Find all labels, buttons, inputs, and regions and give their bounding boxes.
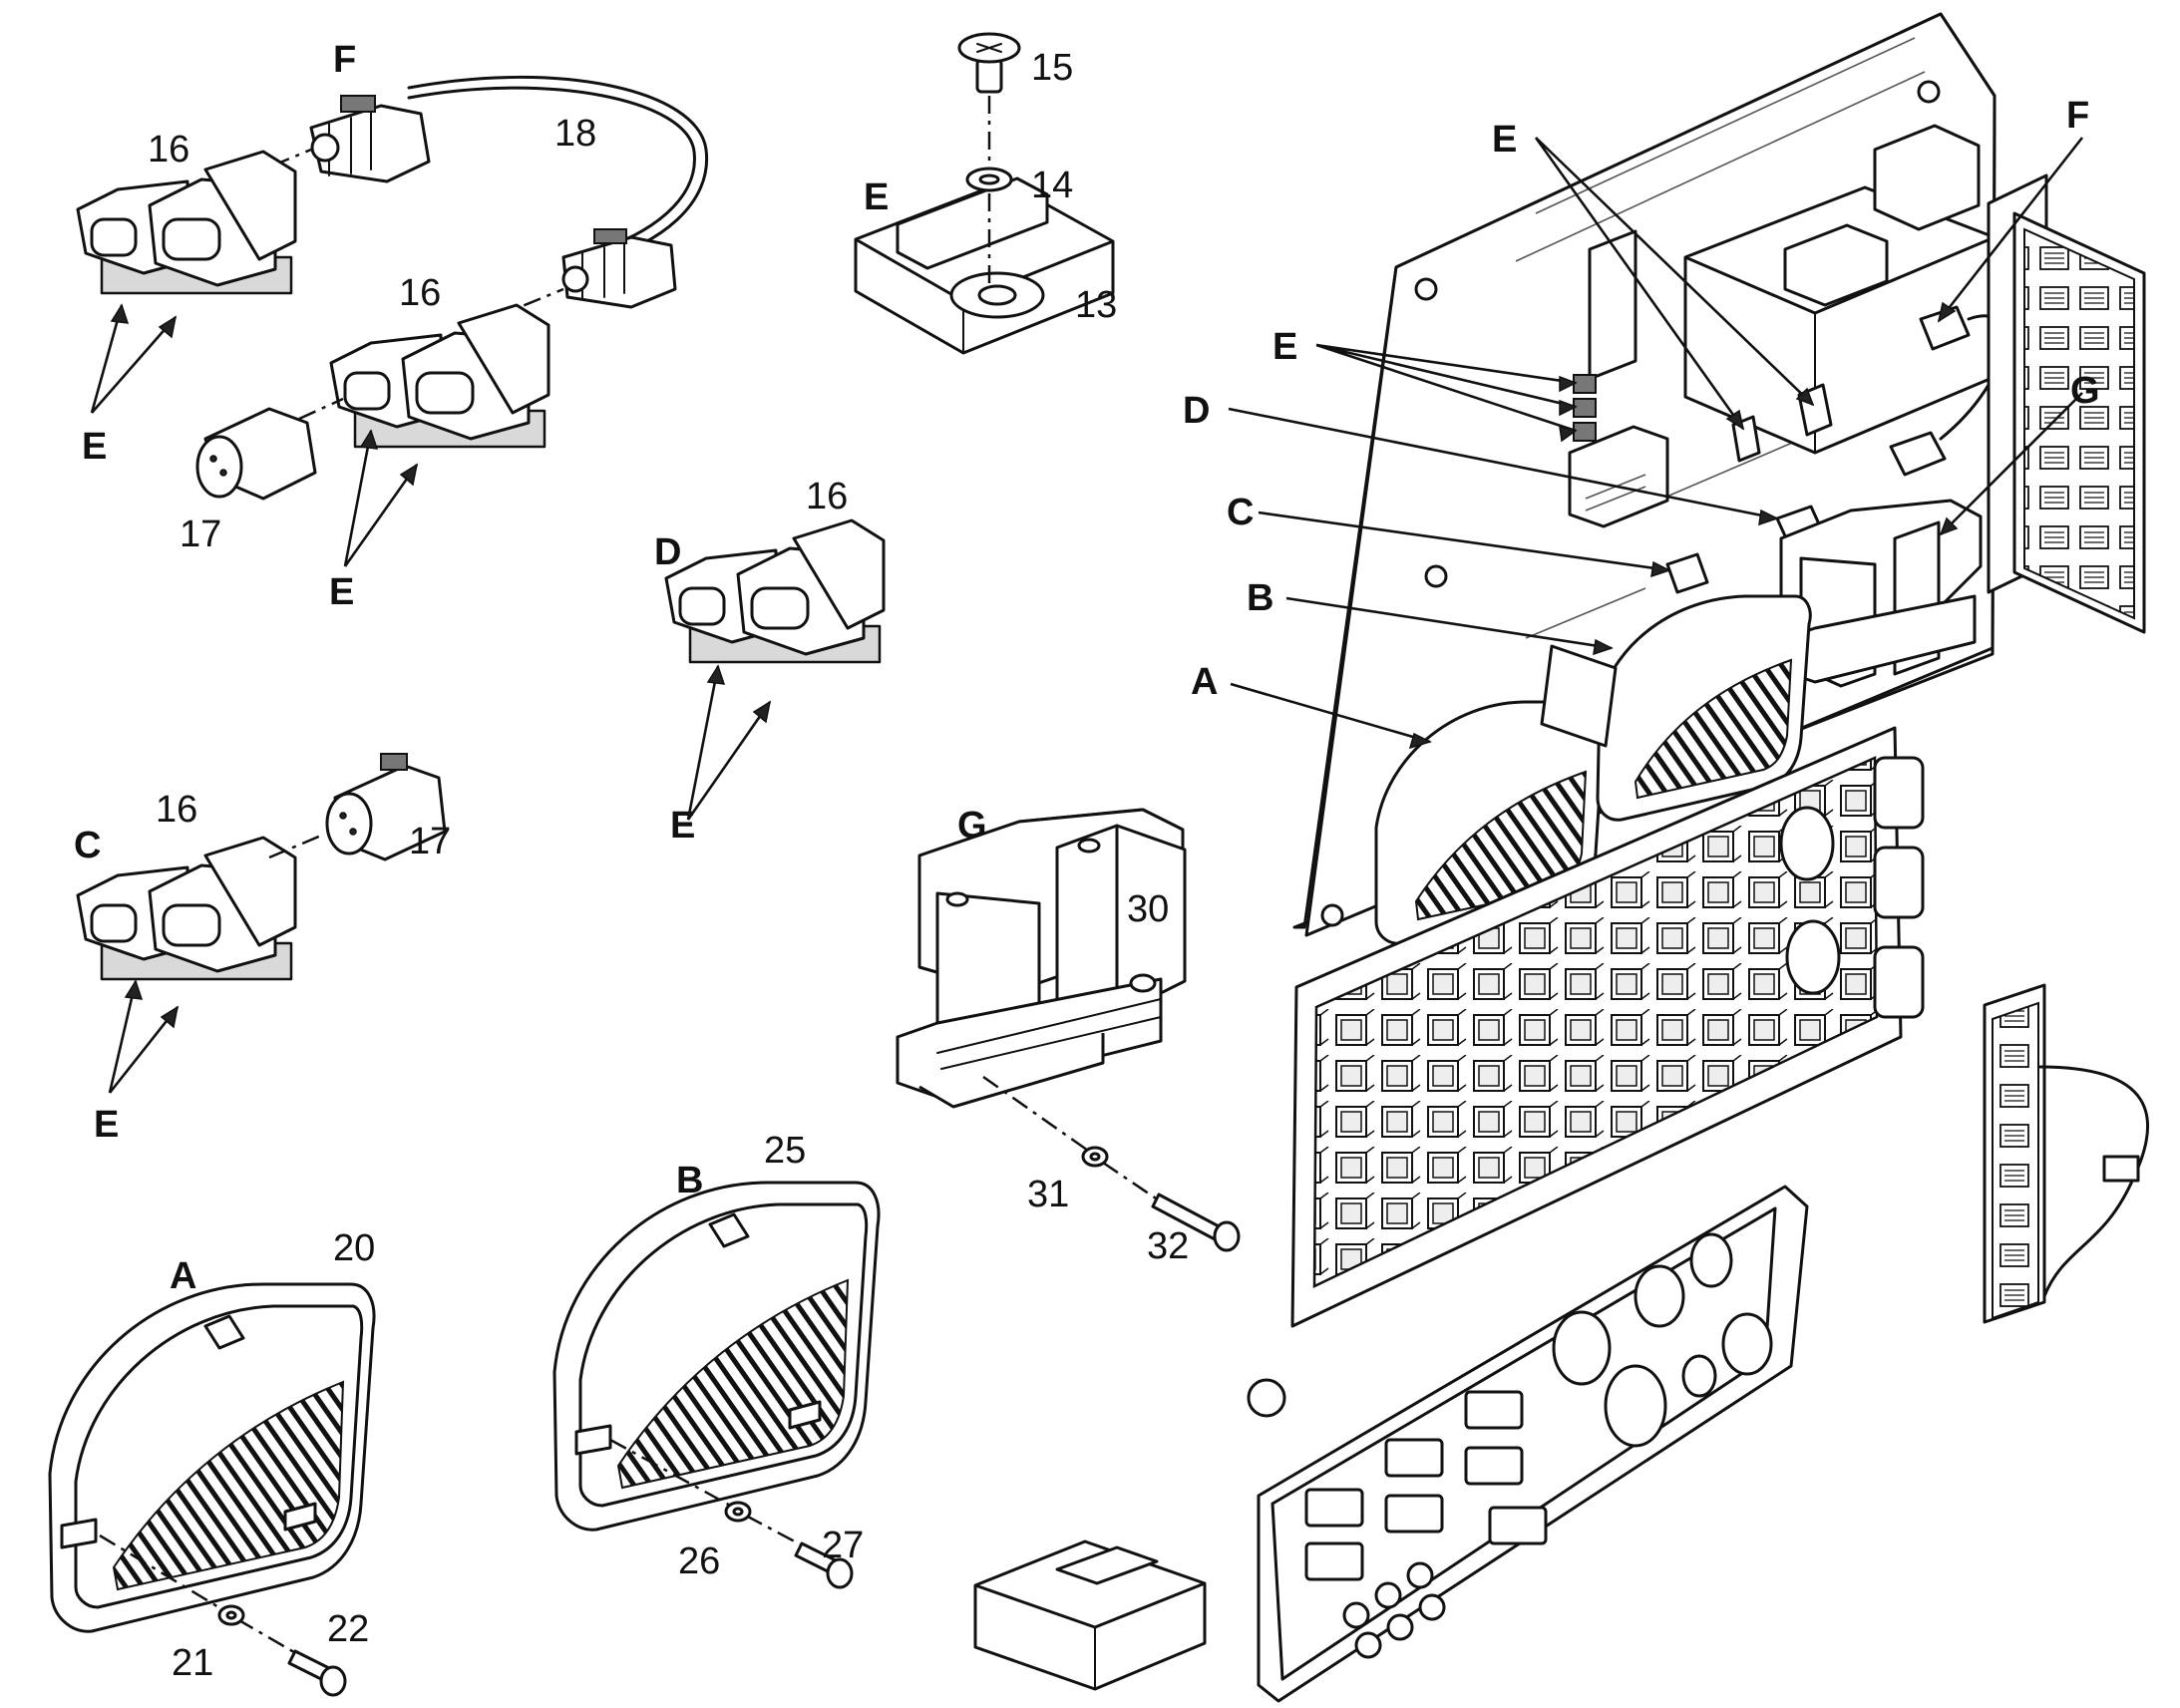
callout-13: 13 <box>1075 284 1117 326</box>
cable-connector-right <box>561 228 677 309</box>
callout-16-middle: 16 <box>399 272 441 314</box>
dust-plug-17-C <box>325 753 447 861</box>
callout-17-C: 17 <box>409 821 451 862</box>
callout-E-D: E <box>670 805 695 847</box>
module-G-30 <box>896 808 1187 1206</box>
plate-connectors <box>1573 305 2006 594</box>
control-module-small <box>973 1539 1207 1691</box>
callout-18: 18 <box>554 113 596 155</box>
connector-strip-lower <box>1983 983 2150 1324</box>
callout-A-assembly: A <box>1191 661 1218 703</box>
module-G-installed <box>1779 499 1983 688</box>
callout-25: 25 <box>764 1130 806 1172</box>
callout-E-1: E <box>82 426 107 468</box>
callout-E-clip: E <box>864 176 889 218</box>
callout-31: 31 <box>1027 1174 1069 1215</box>
callout-16-D: 16 <box>806 476 848 517</box>
washer-26 <box>724 1501 752 1523</box>
cable-connector-left <box>309 95 431 183</box>
callout-G-detail: G <box>957 805 987 847</box>
jumper-cable-assembly <box>238 75 709 321</box>
dash-panel-assembly <box>973 12 2150 1703</box>
relay-board <box>1290 726 1925 1328</box>
callout-32: 32 <box>1147 1225 1189 1267</box>
callout-E-2: E <box>329 571 354 613</box>
callout-22: 22 <box>327 1608 369 1650</box>
callout-F-cable: F <box>333 39 356 81</box>
washer-31 <box>1081 1146 1109 1168</box>
connector-holder-16-middle <box>329 303 550 449</box>
callout-D-assembly: D <box>1183 390 1210 432</box>
callout-27: 27 <box>822 1525 864 1566</box>
screw-32 <box>1151 1193 1241 1252</box>
gauge-cluster-B-25 <box>552 1181 881 1549</box>
dust-plug-17 <box>195 397 344 501</box>
callout-E-assembly-2: E <box>1272 326 1297 368</box>
screw-27 <box>794 1541 854 1589</box>
callout-labels: F 18 16 E 16 17 E 15 14 E 13 D 16 E C 16… <box>74 39 2100 1684</box>
callout-14: 14 <box>1031 165 1073 206</box>
callout-21: 21 <box>172 1642 213 1684</box>
mounting-clip-assembly <box>854 32 1115 355</box>
connector-holder-16-top <box>76 150 297 295</box>
callout-F-assembly: F <box>2066 95 2089 137</box>
callout-C-detail: C <box>74 825 101 866</box>
connector-holder-16-D <box>664 518 886 664</box>
washer-21 <box>217 1604 245 1626</box>
callout-D-detail: D <box>654 531 681 573</box>
control-unit-top <box>1568 124 1997 528</box>
callout-26: 26 <box>678 1540 720 1582</box>
arrowheads <box>110 301 1959 1029</box>
connector-holder-16-C <box>76 834 322 981</box>
callout-A-detail: A <box>170 1255 196 1297</box>
callout-C-assembly: C <box>1227 492 1254 533</box>
screw-22 <box>287 1649 347 1697</box>
callout-15: 15 <box>1031 47 1073 89</box>
callout-20: 20 <box>333 1227 375 1269</box>
gauge-panel <box>1247 1185 1809 1703</box>
callout-16-top: 16 <box>148 129 189 171</box>
callout-B-assembly: B <box>1247 577 1273 619</box>
leader-lines <box>90 137 2084 1094</box>
connector-strip-upper <box>1987 173 2146 634</box>
gauge-cluster-A-20 <box>48 1282 376 1657</box>
callout-17-top: 17 <box>180 513 221 555</box>
callout-E-assembly-1: E <box>1492 119 1517 161</box>
callout-G-assembly: G <box>2070 370 2100 412</box>
callout-B-detail: B <box>676 1160 703 1201</box>
callout-16-C: 16 <box>156 789 197 831</box>
callout-30: 30 <box>1127 888 1169 930</box>
callout-E-C: E <box>94 1104 119 1146</box>
